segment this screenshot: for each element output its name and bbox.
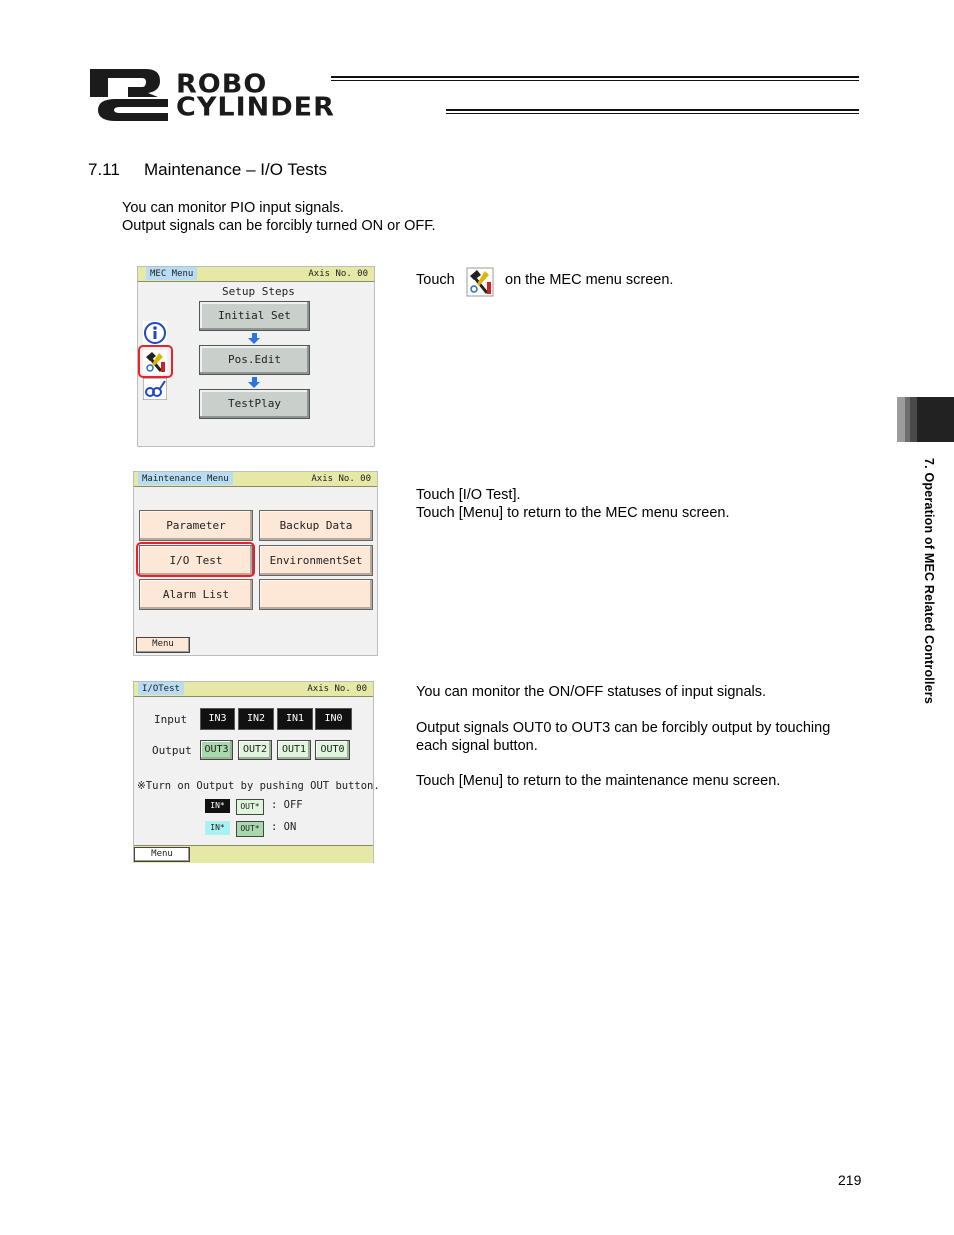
chapter-side-tab [897,397,954,442]
chapter-side-label: 7. Operation of MEC Related Controllers [920,458,938,758]
input-in1: IN1 [277,708,313,730]
lcd-title-bar: Maintenance Menu Axis No. 00 [134,472,377,487]
menu-button[interactable]: Menu [134,847,190,862]
intro-line: Output signals can be forcibly turned ON… [122,218,436,234]
output-out1-button[interactable]: OUT1 [277,740,311,760]
step3-para: each signal button. [416,738,538,754]
alarm-list-button[interactable]: Alarm List [139,579,253,610]
parameter-button[interactable]: Parameter [139,510,253,541]
pos-edit-button[interactable]: Pos.Edit [199,345,310,375]
io-test-note: ※Turn on Output by pushing OUT button. [137,780,380,792]
output-out2-button[interactable]: OUT2 [238,740,272,760]
page-number: 219 [838,1172,862,1188]
robo-cylinder-logo-mark [88,67,170,123]
step3-description: You can monitor the ON/OFF statuses of i… [416,683,830,790]
header-rule [331,80,859,81]
logo-text-cylinder: CYLINDER [176,92,335,123]
empty-button[interactable] [259,579,373,610]
step1-text: Touch [416,272,455,288]
maintenance-tool-icon [466,267,494,297]
testplay-button[interactable]: TestPlay [199,389,310,419]
screen-title: I/OTest [138,682,184,695]
step3-para: Touch [Menu] to return to the maintenanc… [416,773,781,789]
legend-out-on: OUT* [236,821,264,837]
legend-out-off: OUT* [236,799,264,815]
step2-line: Touch [Menu] to return to the MEC menu s… [416,505,730,521]
step2-description: Touch [I/O Test]. Touch [Menu] to return… [416,486,730,522]
output-label: Output [152,744,192,757]
maintenance-menu-screen: Maintenance Menu Axis No. 00 Parameter B… [133,471,378,656]
step1-text-after: on the MEC menu screen. [505,272,674,288]
spacer [416,701,830,719]
lcd-bottom-bar: Menu [134,845,373,863]
legend-in-on: IN* [205,821,230,835]
screen-title: Maintenance Menu [138,472,233,485]
setup-steps-label: Setup Steps [222,285,295,298]
section-title: Maintenance – I/O Tests [144,160,328,179]
legend-in-off: IN* [205,799,230,813]
io-test-screen: I/OTest Axis No. 00 Input IN3 IN2 IN1 IN… [133,681,380,863]
header-rule [446,113,859,114]
backup-data-button[interactable]: Backup Data [259,510,373,541]
input-label: Input [154,713,188,726]
monitor-glasses-icon[interactable] [142,377,168,401]
input-in3: IN3 [200,708,235,730]
input-in0: IN0 [315,708,352,730]
info-icon[interactable] [143,321,167,345]
output-out0-button[interactable]: OUT0 [315,740,350,760]
step1-description: Touch [416,271,455,289]
lcd-title-bar: MEC Menu Axis No. 00 [138,267,374,282]
input-in2: IN2 [238,708,274,730]
mec-menu-screen: MEC Menu Axis No. 00 Setup Steps Initial… [137,266,375,447]
section-heading: 7.11 Maintenance – I/O Tests [88,160,327,180]
highlight-ring [138,345,173,378]
header-rule [331,76,859,78]
step3-para: You can monitor the ON/OFF statuses of i… [416,684,767,700]
environment-set-button[interactable]: EnvironmentSet [259,545,373,576]
header-rule [446,109,859,111]
intro-paragraph: You can monitor PIO input signals. Outpu… [122,199,436,235]
step3-para: Output signals OUT0 to OUT3 can be forci… [416,720,831,736]
axis-number: Axis No. 00 [307,684,367,694]
axis-number: Axis No. 00 [311,474,371,484]
chapter-label-text: 7. Operation of MEC Related Controllers [922,458,936,705]
logo-text-robo: ROBO [176,69,268,100]
maintenance-tool-icon[interactable] [142,349,168,375]
lcd-title-bar: I/OTest Axis No. 00 [134,682,373,697]
output-out3-button[interactable]: OUT3 [200,740,233,760]
legend-on-label: : ON [271,821,297,833]
section-number: 7.11 [88,160,120,179]
highlight-ring [136,542,255,577]
screen-title: MEC Menu [146,267,198,280]
intro-line: You can monitor PIO input signals. [122,200,344,216]
step2-line: Touch [I/O Test]. [416,487,521,503]
legend-off-label: : OFF [271,799,303,811]
spacer [416,755,830,772]
menu-button[interactable]: Menu [136,637,190,653]
initial-set-button[interactable]: Initial Set [199,301,310,331]
axis-number: Axis No. 00 [308,269,368,279]
